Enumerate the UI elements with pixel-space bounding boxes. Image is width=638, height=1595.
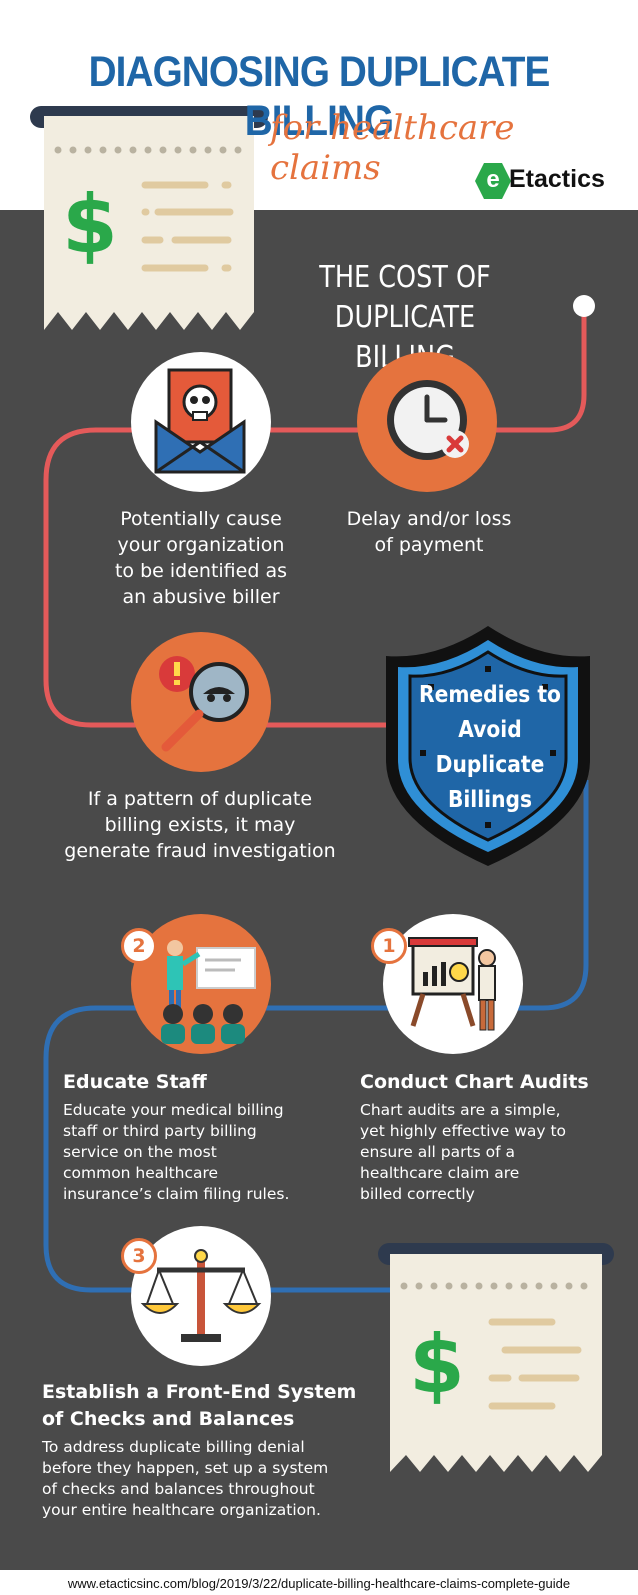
shield-line: Remedies to: [419, 682, 561, 708]
shield-heading: Remedies to Avoid Duplicate Billings: [411, 678, 569, 818]
shield-line: Billings: [447, 787, 533, 813]
remedy-1-body: Chart audits are a simple, yet highly ef…: [360, 1100, 620, 1205]
remedy-1-number-badge: 1: [371, 928, 407, 964]
text-line: generate fraud investigation: [64, 840, 336, 862]
footer-bar: [0, 1570, 638, 1595]
text-line: an abusive biller: [122, 586, 280, 608]
body-line: insurance’s claim filing rules.: [63, 1185, 290, 1203]
text-line: Delay and/or loss: [346, 508, 512, 530]
remedy-2-body: Educate your medical billing staff or th…: [63, 1100, 333, 1205]
heading-line-1: THE COST OF: [319, 260, 491, 295]
svg-text:$: $: [62, 178, 118, 271]
presentation-circle: [383, 914, 523, 1054]
teacher-circle: [131, 914, 271, 1054]
body-line: your entire healthcare organization.: [42, 1501, 321, 1519]
presentation-chart-icon: [408, 937, 496, 1031]
body-line: ensure all parts of a: [360, 1143, 515, 1161]
svg-text:$: $: [409, 1318, 465, 1411]
magnifier-spy-icon: [159, 656, 249, 752]
text-line: Potentially cause: [120, 508, 282, 530]
clock-circle: [357, 352, 497, 492]
body-line: yet highly effective way to: [360, 1122, 567, 1140]
text-line: to be identified as: [114, 560, 287, 582]
body-line: healthcare claim are: [360, 1164, 520, 1182]
shield-line: Duplicate: [435, 752, 545, 778]
body-line: To address duplicate billing denial: [42, 1438, 305, 1456]
body-line: Chart audits are a simple,: [360, 1101, 561, 1119]
text-line: If a pattern of duplicate: [87, 788, 313, 810]
text-line: your organization: [117, 534, 285, 556]
receipt-bottom-icon: $: [378, 1243, 614, 1472]
skull-envelope-circle: [131, 352, 271, 492]
body-line: Educate your medical billing: [63, 1101, 284, 1119]
shield-icon: [386, 626, 590, 866]
remedy-2-title: Educate Staff: [63, 1071, 207, 1093]
page-title: DIAGNOSING DUPLICATE BILLING: [88, 48, 551, 145]
magnifier-circle: [131, 632, 271, 772]
shield-line: Avoid: [458, 717, 522, 743]
title-line: Establish a Front-End System: [42, 1381, 357, 1403]
page-subtitle: for healthcare claims: [270, 108, 515, 188]
remedy-3-title: Establish a Front-End System of Checks a…: [42, 1379, 356, 1433]
brand-mark-icon: e: [475, 163, 511, 199]
cost-item-3-text: If a pattern of duplicate billing exists…: [40, 786, 360, 864]
text-line: of payment: [374, 534, 484, 556]
remedy-3-body: To address duplicate billing denial befo…: [42, 1437, 362, 1521]
cost-item-2-text: Delay and/or loss of payment: [320, 506, 538, 558]
body-line: before they happen, set up a system: [42, 1459, 329, 1477]
skull-envelope-icon: [154, 368, 246, 474]
body-line: staff or third party billing: [63, 1122, 257, 1140]
path-start-dot: [573, 295, 595, 317]
teacher-icon: [161, 940, 256, 1044]
title-line: of Checks and Balances: [42, 1408, 295, 1430]
text-line: billing exists, it may: [104, 814, 296, 836]
receipt-top-icon: $: [30, 106, 268, 330]
body-line: service on the most: [63, 1143, 217, 1161]
footer-url-link[interactable]: www.etacticsinc.com/blog/2019/3/22/dupli…: [67, 1576, 571, 1591]
scales-icon: [140, 1249, 262, 1342]
remedy-3-number-badge: 3: [121, 1238, 157, 1274]
cost-item-1-text: Potentially cause your organization to b…: [85, 506, 317, 610]
remedy-1-title: Conduct Chart Audits: [360, 1071, 589, 1093]
body-line: of checks and balances throughout: [42, 1480, 315, 1498]
brand-name: Etactics: [509, 165, 605, 193]
body-line: billed correctly: [360, 1185, 475, 1203]
clock-x-icon: [387, 380, 469, 460]
brand-logo[interactable]: e Etactics: [475, 163, 615, 201]
body-line: common healthcare: [63, 1164, 219, 1182]
remedy-2-number-badge: 2: [121, 928, 157, 964]
